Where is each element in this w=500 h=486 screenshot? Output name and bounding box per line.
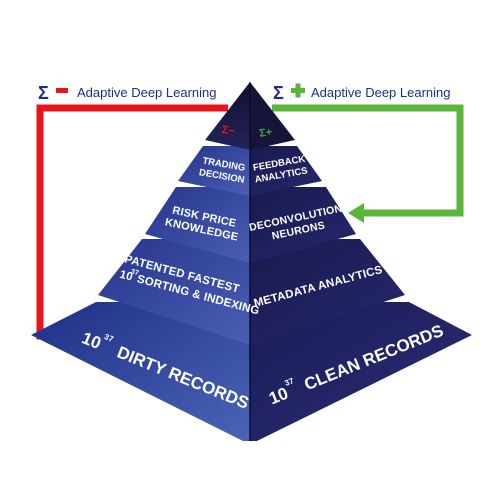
pyramid-apex: Σ− Σ+ bbox=[205, 82, 295, 150]
tier-2-right-face bbox=[250, 187, 356, 263]
header-right: Σ Adaptive Deep Learning bbox=[273, 83, 451, 103]
header-left-label: Adaptive Deep Learning bbox=[77, 85, 217, 100]
header-left: Σ Adaptive Deep Learning bbox=[38, 83, 217, 103]
apex-sigma-minus-icon: Σ− bbox=[221, 124, 236, 138]
tier-bottom-right-face bbox=[250, 302, 472, 441]
green-feedback-arrow bbox=[272, 104, 464, 223]
clean-exp: 37 bbox=[283, 376, 295, 388]
tier-3-left-face bbox=[98, 239, 250, 345]
tier-bottom-left-face bbox=[31, 302, 250, 441]
dirty-exp: 37 bbox=[103, 332, 115, 344]
plus-icon bbox=[295, 83, 301, 98]
tier-1-right-face bbox=[250, 146, 322, 196]
sigma-icon: Σ bbox=[38, 83, 49, 103]
tier-2-left-face bbox=[145, 187, 250, 263]
tier-3-left-exp: 37 bbox=[130, 268, 140, 277]
tier-1 bbox=[178, 146, 322, 196]
minus-icon bbox=[56, 88, 68, 93]
tier-3-right-face bbox=[250, 239, 405, 345]
tier-1-left-face bbox=[178, 146, 250, 196]
tier-3-left-ten: 10 bbox=[118, 269, 134, 284]
tier-3 bbox=[98, 239, 405, 345]
apex-sigma-plus-icon: Σ+ bbox=[259, 126, 274, 140]
tier-2 bbox=[145, 187, 356, 263]
sigma-icon: Σ bbox=[273, 83, 284, 103]
header-right-label: Adaptive Deep Learning bbox=[311, 85, 451, 100]
